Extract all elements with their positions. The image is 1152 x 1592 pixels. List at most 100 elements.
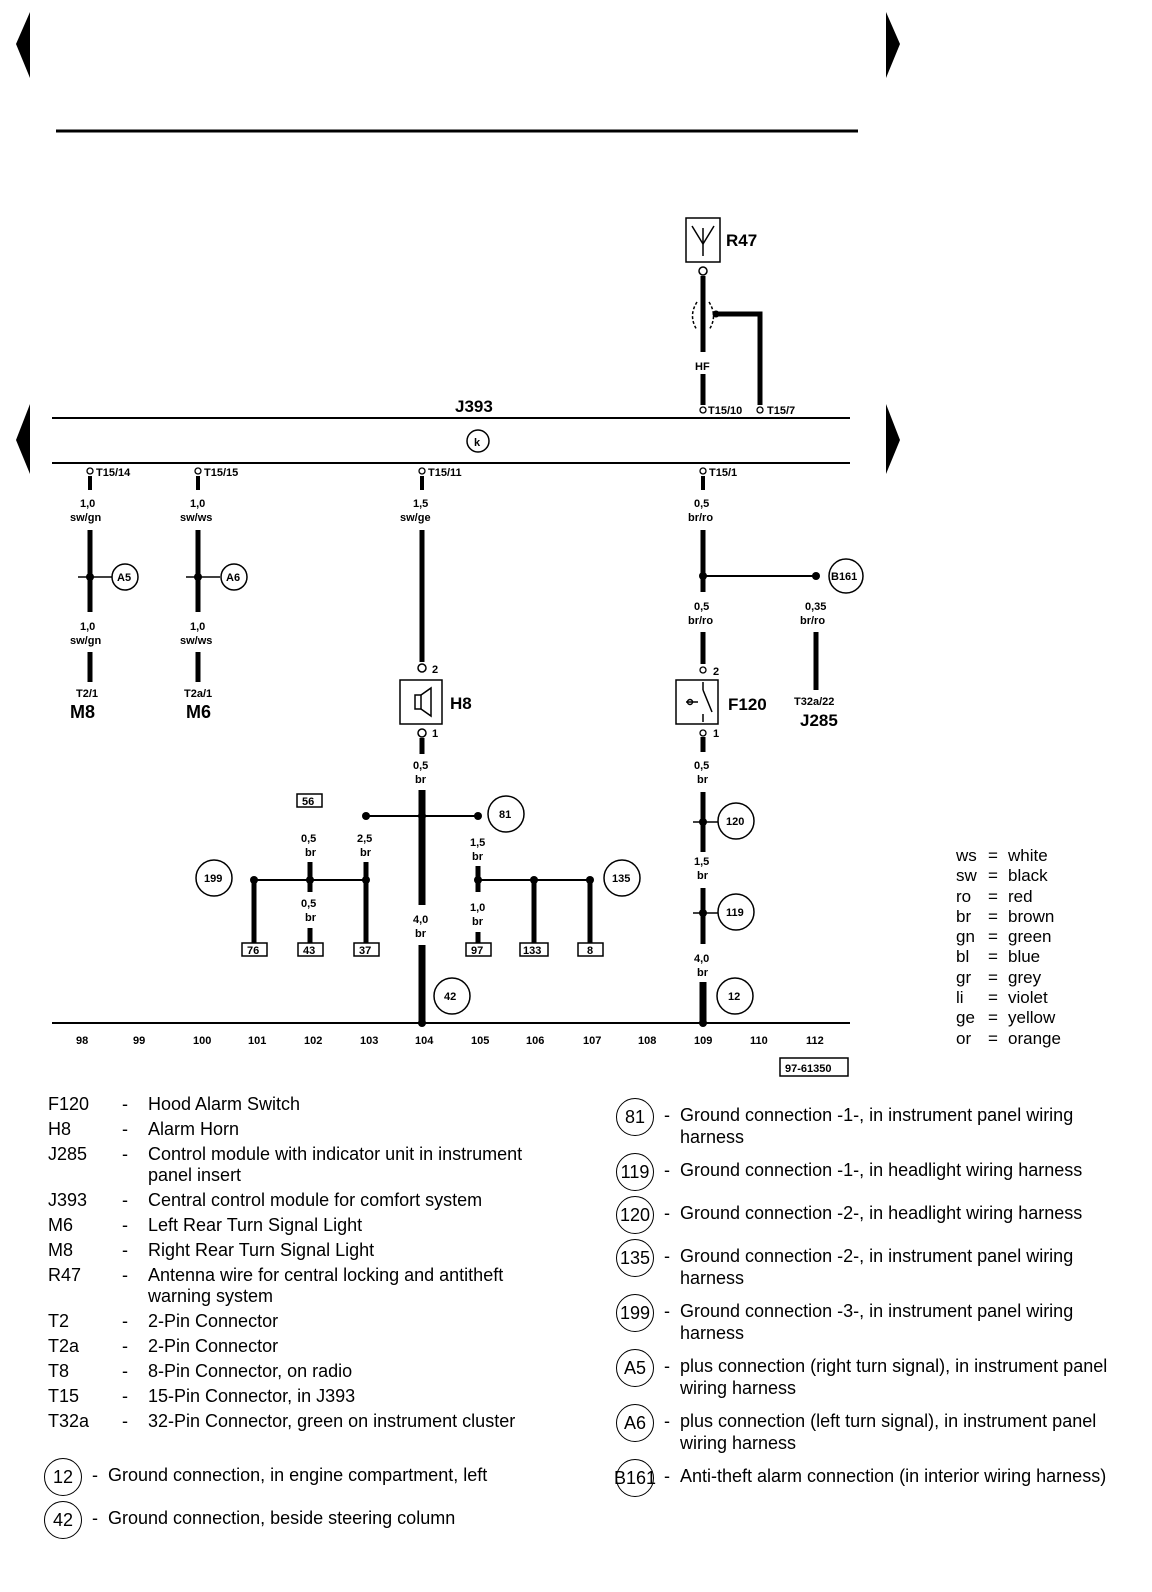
column-number: 104 bbox=[415, 1035, 434, 1047]
legend-text: 2-Pin Connector bbox=[148, 1311, 279, 1331]
legend-code: R47 bbox=[48, 1265, 82, 1285]
legend-dash: - bbox=[122, 1215, 128, 1235]
terminal-76-label: 76 bbox=[247, 945, 259, 957]
legend-dash: - bbox=[664, 1466, 670, 1486]
ground-199-label: 199 bbox=[204, 873, 222, 885]
next-page-arrow-top[interactable] bbox=[886, 12, 900, 78]
f120-name: F120 bbox=[728, 695, 767, 714]
column-number: 110 bbox=[750, 1035, 768, 1047]
legend-code: T2 bbox=[48, 1311, 70, 1331]
color-code-row: ws=white bbox=[956, 846, 1061, 866]
legend-dash: - bbox=[664, 1160, 670, 1180]
ground-code-circle: 81 bbox=[616, 1098, 654, 1136]
ground-code-circle: A5 bbox=[616, 1349, 654, 1387]
column-number: 99 bbox=[133, 1035, 145, 1047]
ground-legend-row: 81-Ground connection -1-, in instrument … bbox=[616, 1098, 1131, 1148]
j285-pin: T32a/22 bbox=[794, 696, 834, 708]
terminal-56-label: 56 bbox=[302, 796, 314, 808]
wire-color: br bbox=[697, 774, 709, 786]
ground-code-circle: 135 bbox=[616, 1239, 654, 1277]
terminal-97-label: 97 bbox=[471, 945, 483, 957]
ground-legend-row: A6-plus connection (left turn signal), i… bbox=[616, 1404, 1131, 1454]
ground-legend-row: 119-Ground connection -1-, in headlight … bbox=[616, 1153, 1131, 1191]
legend-dash: - bbox=[122, 1240, 128, 1260]
wire-size: 0,5 bbox=[694, 601, 709, 613]
column-number: 112 bbox=[806, 1035, 824, 1047]
legend-text: Hood Alarm Switch bbox=[148, 1094, 301, 1114]
f120-pin-top: 2 bbox=[713, 666, 719, 678]
equals-sign: = bbox=[988, 947, 998, 967]
legend-row: T32a-32-Pin Connector, green on instrume… bbox=[48, 1411, 568, 1432]
legend-code: H8 bbox=[48, 1119, 72, 1139]
wire-color: br bbox=[305, 847, 317, 859]
legend-row: T8-8-Pin Connector, on radio bbox=[48, 1361, 568, 1382]
legend-dash: - bbox=[664, 1411, 670, 1431]
wire-color: br/ro bbox=[688, 512, 713, 524]
ground-81-label: 81 bbox=[499, 809, 511, 821]
diagram-id-box bbox=[779, 1057, 849, 1077]
equals-sign: = bbox=[988, 988, 998, 1008]
column-number: 109 bbox=[694, 1035, 712, 1047]
ground-42-label: 42 bbox=[444, 991, 456, 1003]
color-code-row: gn=green bbox=[956, 927, 1061, 947]
wire-size: 1,5 bbox=[694, 856, 709, 868]
legend-row: M6-Left Rear Turn Signal Light bbox=[48, 1215, 568, 1236]
color-code-row: sw=black bbox=[956, 866, 1061, 886]
ground-120 bbox=[717, 802, 755, 840]
pin-t15-1: T15/1 bbox=[709, 467, 737, 479]
h8-pin-bottom: 1 bbox=[432, 728, 438, 740]
antenna-pin bbox=[698, 266, 708, 276]
legend-dash: - bbox=[122, 1311, 128, 1331]
legend-row: J285-Control module with indicator unit … bbox=[48, 1144, 568, 1186]
legend-text: Central control module for comfort syste… bbox=[148, 1190, 483, 1210]
ground-legend-text: Ground connection -1-, in instrument pan… bbox=[680, 1105, 1074, 1147]
legend-dash: - bbox=[664, 1301, 670, 1321]
legend-dash: - bbox=[122, 1094, 128, 1114]
wire-color: sw/ge bbox=[400, 512, 431, 524]
wire-color: br bbox=[305, 912, 317, 924]
prev-page-arrow-mid[interactable] bbox=[16, 404, 30, 474]
ground-code-circle: A6 bbox=[616, 1404, 654, 1442]
switch-icon bbox=[686, 682, 713, 722]
pin-t15-15: T15/15 bbox=[204, 467, 238, 479]
ground-legend-text: Ground connection -3-, in instrument pan… bbox=[680, 1301, 1074, 1343]
legend-code: T8 bbox=[48, 1361, 70, 1381]
legend-text: Alarm Horn bbox=[148, 1119, 240, 1139]
next-page-arrow-mid[interactable] bbox=[886, 404, 900, 474]
wire-color: br/ro bbox=[800, 615, 825, 627]
wire-size: 1,0 bbox=[470, 902, 485, 914]
column-number: 98 bbox=[76, 1035, 88, 1047]
legend-code: T32a bbox=[48, 1411, 90, 1431]
terminal-43-label: 43 bbox=[303, 945, 315, 957]
legend-text: 32-Pin Connector, green on instrument cl… bbox=[148, 1411, 516, 1431]
connection-b161 bbox=[828, 558, 864, 594]
pin-t15-10: T15/10 bbox=[708, 405, 742, 417]
wire-size: 1,5 bbox=[470, 837, 485, 849]
wire-size: 1,5 bbox=[413, 498, 428, 510]
wire-size: 1,0 bbox=[190, 621, 205, 633]
wire-size: 0,5 bbox=[413, 760, 428, 772]
legend-row: T2a-2-Pin Connector bbox=[48, 1336, 568, 1357]
ground-12 bbox=[716, 977, 754, 1015]
m6-name: M6 bbox=[186, 702, 211, 722]
legend-row: T15-15-Pin Connector, in J393 bbox=[48, 1386, 568, 1407]
ground-legend-text: Ground connection -1-, in headlight wiri… bbox=[680, 1160, 1083, 1180]
ground-legend-text: Ground connection, beside steering colum… bbox=[108, 1508, 456, 1528]
connection-a6 bbox=[220, 563, 248, 591]
legend-text: 8-Pin Connector, on radio bbox=[148, 1361, 353, 1381]
wire-size: 0,5 bbox=[301, 833, 316, 845]
column-number: 102 bbox=[304, 1035, 322, 1047]
ground-199 bbox=[195, 859, 233, 897]
ground-legend-text: plus connection (right turn signal), in … bbox=[680, 1356, 1108, 1398]
legend-row: T2 -2-Pin Connector bbox=[48, 1311, 568, 1332]
terminal-56 bbox=[296, 793, 323, 808]
equals-sign: = bbox=[988, 1028, 998, 1048]
legend-dash: - bbox=[664, 1356, 670, 1376]
column-number: 103 bbox=[360, 1035, 378, 1047]
column-number: 107 bbox=[583, 1035, 601, 1047]
terminal-8-label: 8 bbox=[587, 945, 593, 957]
prev-page-arrow-top[interactable] bbox=[16, 12, 30, 78]
color-code-row: gr=grey bbox=[956, 968, 1061, 988]
legend-row: M8-Right Rear Turn Signal Light bbox=[48, 1240, 568, 1261]
